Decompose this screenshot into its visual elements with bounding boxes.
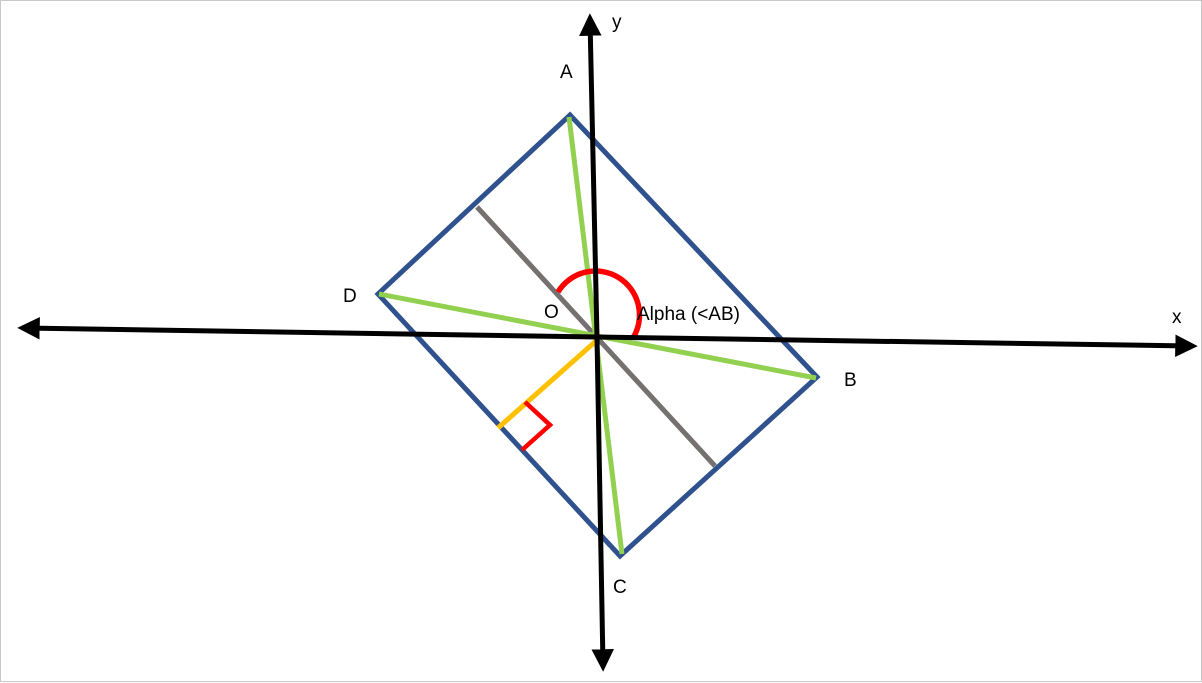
y-axis-negative <box>591 336 614 672</box>
vertex-label-a: A <box>560 62 573 83</box>
y-axis <box>579 13 602 338</box>
x-axis <box>17 316 598 340</box>
vertex-label-d: D <box>343 286 357 307</box>
angle-alpha-arc <box>555 268 643 340</box>
vertex-label-b: B <box>844 370 857 391</box>
y-axis-label: y <box>612 12 622 33</box>
rectangle-abcd <box>374 111 821 560</box>
x-axis-positive <box>596 334 1198 358</box>
angle-label: Alpha (<AB) <box>637 304 740 325</box>
vertex-label-c: C <box>613 577 627 598</box>
center-label-o: O <box>544 302 559 323</box>
perpendicular-segment <box>496 339 598 430</box>
right-angle-marker <box>520 400 554 452</box>
x-axis-label: x <box>1172 307 1182 328</box>
